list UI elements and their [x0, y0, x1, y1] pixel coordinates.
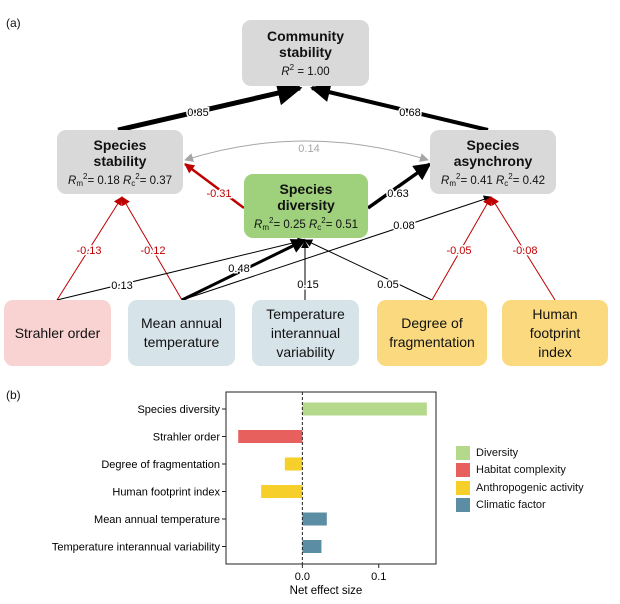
panel-b-label: (b) [6, 388, 21, 402]
legend-label: Anthropogenic activity [476, 481, 584, 494]
node-label: stability [279, 44, 332, 60]
x-tick-label: 0.1 [371, 571, 386, 583]
node-mean-annual-temperature: Mean annual temperature [128, 300, 235, 366]
legend-swatch [456, 463, 470, 478]
path-mat-to-stability [121, 196, 183, 301]
node-human-footprint-index: Human footprint index [502, 300, 608, 366]
coef-stab-async-cov: 0.14 [298, 143, 319, 155]
coef-tiv-to-div: 0.15 [297, 279, 318, 291]
legend-label: Climatic factor [476, 499, 546, 512]
coef-strahler-to-div: 0.13 [111, 280, 132, 292]
bar-human-footprint-index [261, 485, 303, 498]
bar-mean-annual-temperature [302, 512, 327, 526]
node-temperature-interannual-variability: Temperature interannual variability [252, 300, 359, 366]
node-label: Community [267, 28, 344, 44]
bar-temperature-interannual-variability [302, 540, 322, 553]
legend-label: Habitat complexity [476, 464, 566, 477]
path-stability-to-community [117, 80, 303, 133]
path-stability-asynchrony-covariance [184, 140, 429, 162]
sem-paths [56, 80, 556, 302]
r2-values: Rm2= 0.41 Rc2= 0.42 [441, 171, 545, 188]
path-diversity-to-stability [184, 162, 245, 210]
r2-values: Rm2= 0.25 Rc2= 0.51 [254, 215, 358, 232]
coef-mat-to-div: 0.48 [228, 263, 249, 275]
bar-species-diversity [302, 402, 427, 416]
coef-div-to-stab: -0.31 [206, 188, 231, 200]
node-label: stability [93, 152, 147, 169]
node-community-stability: Community stability R2 = 1.00 [242, 20, 369, 86]
x-tick-label: 0.0 [295, 571, 310, 583]
coef-frag-to-div: 0.05 [377, 279, 398, 291]
bar-strahler-order [238, 430, 303, 443]
category-label: Temperature interannual variability [52, 542, 221, 554]
node-label: asynchrony [453, 152, 533, 169]
path-diversity-to-asynchrony [366, 162, 432, 210]
path-asynchrony-to-community [310, 82, 489, 132]
r2-value: R2 = 1.00 [281, 63, 330, 78]
legend-swatch [456, 480, 470, 495]
node-species-asynchrony: Species asynchrony Rm2= 0.41 Rc2= 0.42 [430, 130, 556, 194]
legend-item: Habitat complexity [456, 462, 584, 480]
legend-item: Climatic factor [456, 497, 584, 515]
node-label: diversity [277, 196, 335, 213]
plot-frame [225, 391, 437, 565]
path-frag-to-asynchrony [431, 196, 492, 301]
node-label: Species [93, 136, 147, 153]
coef-mat-to-stab: -0.12 [140, 245, 165, 257]
coef-frag-to-async: -0.05 [446, 245, 471, 257]
x-axis-label: Net effect size [290, 585, 363, 597]
node-species-diversity: Species diversity Rm2= 0.25 Rc2= 0.51 [244, 174, 368, 238]
legend-label: Diversity [476, 446, 519, 459]
path-strahler-to-diversity [56, 237, 306, 301]
bar-degree-of-fragmentation [284, 457, 303, 471]
r2-values: Rm2= 0.18 Rc2= 0.37 [68, 171, 172, 188]
category-label: Human footprint index [112, 487, 220, 499]
path-hfi-to-asynchrony [490, 196, 556, 301]
path-mat-to-asynchrony [181, 195, 492, 301]
coef-mat-to-async: 0.08 [393, 220, 414, 232]
legend-item: Diversity [456, 444, 584, 462]
coef-async-to-comm: 0.68 [399, 107, 420, 119]
legend-item: Anthropogenic activity [456, 479, 584, 497]
category-label: Degree of fragmentation [101, 459, 220, 471]
path-strahler-to-stability [56, 196, 123, 301]
coef-hfi-to-async: -0.08 [512, 245, 537, 257]
category-label: Strahler order [153, 432, 221, 444]
panel-a-label: (a) [6, 16, 21, 30]
coef-stab-to-comm: 0.85 [187, 107, 208, 119]
path-mat-to-diversity [181, 238, 307, 302]
legend-swatch [456, 445, 470, 460]
coef-div-to-async: 0.63 [387, 188, 408, 200]
node-strahler-order: Strahler order [4, 300, 111, 366]
legend-swatch [456, 498, 470, 513]
node-label: Species [466, 136, 520, 153]
coef-strahler-to-stab: -0.13 [76, 245, 101, 257]
node-degree-of-fragmentation: Degree of fragmentation [377, 300, 487, 366]
category-label: Species diversity [137, 404, 220, 416]
node-label: Species [279, 180, 333, 197]
category-label: Mean annual temperature [94, 514, 220, 526]
node-species-stability: Species stability Rm2= 0.18 Rc2= 0.37 [57, 130, 183, 194]
path-frag-to-diversity [304, 239, 433, 301]
